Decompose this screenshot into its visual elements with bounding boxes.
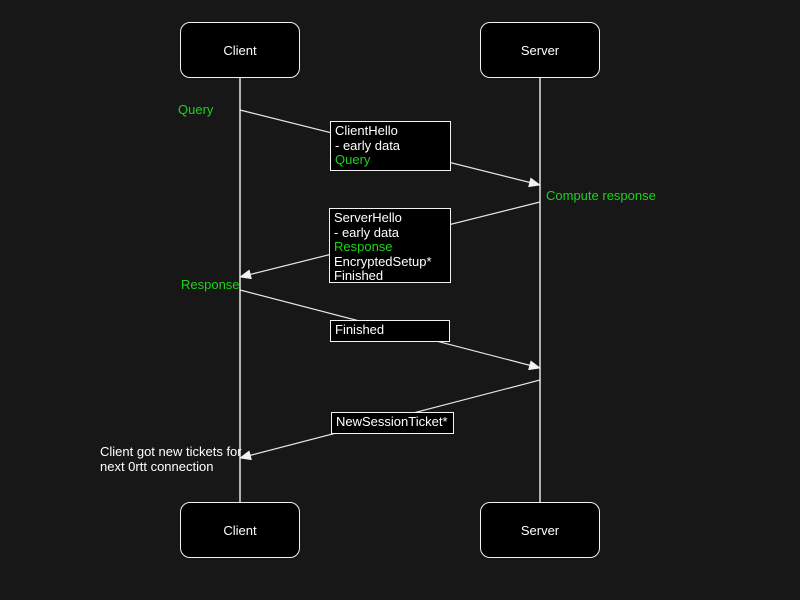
actor-label: Server <box>520 522 560 538</box>
actor-server-bottom: Server <box>480 502 600 558</box>
message-line: - early data <box>335 137 401 153</box>
message-line: Finished <box>334 268 384 284</box>
message-line: Response <box>334 239 393 255</box>
note-new-tickets: Client got new tickets for next 0rtt con… <box>100 444 242 474</box>
message-line: EncryptedSetup* <box>334 253 432 269</box>
message-line: ServerHello <box>334 210 402 225</box>
message-line: Query <box>335 152 371 168</box>
note-line: Client got new tickets for <box>100 444 242 459</box>
actor-client-top: Client <box>180 22 300 78</box>
label-response: Response <box>181 277 240 292</box>
message-line: Finished <box>335 322 385 337</box>
actor-label: Server <box>520 42 560 58</box>
message-box-newsessionticket: NewSessionTicket* <box>331 412 454 434</box>
message-box-clienthello: ClientHello - early data Query <box>330 121 451 171</box>
message-line: ClientHello <box>335 123 398 138</box>
message-line: - early data <box>334 224 400 240</box>
label-compute-response: Compute response <box>546 188 656 203</box>
actor-client-bottom: Client <box>180 502 300 558</box>
note-line: next 0rtt connection <box>100 459 214 474</box>
actor-label: Client <box>223 42 257 58</box>
label-query: Query <box>178 102 214 117</box>
message-line: NewSessionTicket* <box>336 414 448 429</box>
message-box-serverhello: ServerHello - early data Response Encryp… <box>329 208 451 283</box>
message-box-finished: Finished <box>330 320 450 342</box>
actor-server-top: Server <box>480 22 600 78</box>
actor-label: Client <box>223 522 257 538</box>
